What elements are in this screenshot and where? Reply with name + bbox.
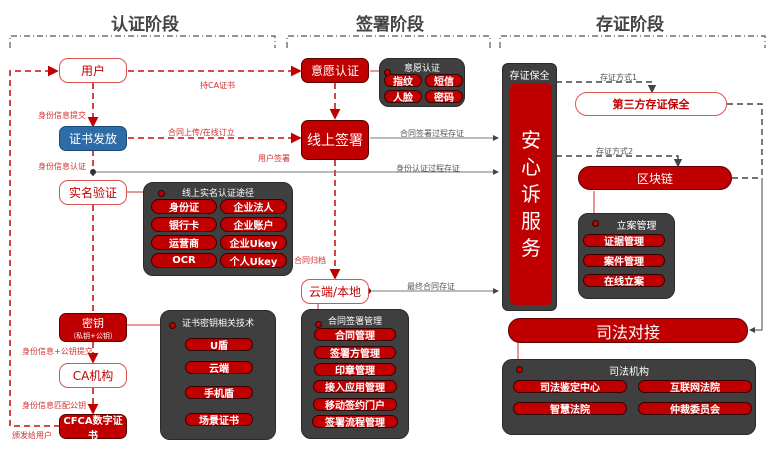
judicial-item[interactable]: 智慧法院 [513,402,627,416]
label-id-process: 身份认证过程存证 [396,164,460,173]
case-mgmt-item[interactable]: 证据管理 [583,234,665,248]
label-sign-process: 合同签署过程存证 [400,129,464,138]
case-mgmt-panel: 立案管理 证据管理 案件管理 在线立案 [578,213,675,299]
willing-item[interactable]: 短信 [425,74,463,88]
contract-mgmt-panel: 合同签署管理 合同管理 签署方管理 印章管理 接入应用管理 移动签约门户 签署流… [301,309,409,439]
willing-panel-title: 意愿认证 [403,64,440,74]
evidence-preservation-column: 存证保全 安 心 诉 服 务 [502,63,557,311]
cfca-cert-node[interactable]: CFCA数字证书 [59,414,127,442]
phase-title-store: 存证阶段 [596,15,664,35]
label-id-match: 身份信息匹配公钥 [22,401,86,410]
label-issue-user: 颁发给用户 [12,431,52,440]
realname-item[interactable]: OCR [151,253,217,268]
contract-mgmt-item[interactable]: 移动签约门户 [313,398,397,412]
phase-title-auth: 认证阶段 [111,15,179,35]
realname-item[interactable]: 运营商 [151,235,217,250]
case-mgmt-panel-title: 立案管理 [616,221,657,232]
third-party-preservation-node[interactable]: 第三方存证保全 [575,92,727,116]
anxin-service-block[interactable]: 安 心 诉 服 务 [510,83,552,305]
evidence-preservation-title: 存证保全 [509,71,550,82]
realname-item[interactable]: 企业Ukey [220,235,287,250]
realname-item[interactable]: 银行卡 [151,217,217,232]
key-tech-item[interactable]: 场景证书 [185,413,253,427]
label-id-submit: 身份信息提交 [38,111,86,120]
case-mgmt-item[interactable]: 在线立案 [583,274,665,288]
contract-mgmt-item[interactable]: 合同管理 [314,328,396,342]
realname-item[interactable]: 个人Ukey [220,253,287,268]
realname-item[interactable]: 企业账户 [220,217,287,232]
contract-mgmt-item[interactable]: 接入应用管理 [313,380,397,394]
judicial-panel-title: 司法机构 [609,367,649,378]
label-hold-ca: 持CA证书 [200,81,236,90]
judicial-item[interactable]: 仲裁委员会 [638,402,752,416]
service-char: 服 [521,208,541,233]
connector-dot [158,190,165,197]
service-char: 安 [521,127,541,152]
key-tech-panel-title: 证书密钥相关技术 [181,319,254,329]
willing-item[interactable]: 人脸 [384,90,422,104]
key-tech-item[interactable]: 云端 [185,361,253,375]
willing-item[interactable]: 密码 [425,90,463,104]
online-sign-node[interactable]: 线上签署 [301,120,369,160]
judicial-connect-node[interactable]: 司法对接 [508,318,748,343]
key-node-subtitle: （私钥+公钥） [69,331,117,340]
label-contract-upload: 合同上传/在线订立 [168,128,235,137]
label-method-2: 存证方式2 [596,147,634,156]
user-node[interactable]: 用户 [59,58,127,83]
realname-node[interactable]: 实名验证 [59,180,127,205]
key-tech-item[interactable]: 手机盾 [185,386,253,400]
key-tech-item[interactable]: U盾 [185,338,253,352]
service-char: 务 [521,235,541,260]
willing-auth-node[interactable]: 意愿认证 [301,58,369,83]
judicial-item[interactable]: 司法鉴定中心 [513,380,627,394]
label-final-contract: 最终合同存证 [407,282,455,291]
blockchain-node[interactable]: 区块链 [578,166,732,190]
key-tech-panel: 证书密钥相关技术 U盾 云端 手机盾 场景证书 [160,310,276,440]
cloud-local-node[interactable]: 云端/本地 [301,279,369,304]
case-mgmt-item[interactable]: 案件管理 [583,254,665,268]
key-node[interactable]: 密钥 （私钥+公钥） [59,313,127,342]
contract-mgmt-item[interactable]: 签署方管理 [314,346,396,360]
service-char: 诉 [521,181,541,206]
connector-dot [315,321,322,328]
label-id-auth: 身份信息认证 [38,162,86,171]
key-node-title: 密钥 [82,316,104,330]
contract-mgmt-item[interactable]: 印章管理 [314,363,396,377]
service-char: 心 [521,154,541,179]
realname-panel-title: 线上实名认证途径 [181,189,254,199]
realname-item[interactable]: 企业法人 [220,199,287,214]
phase-brackets [9,35,766,48]
label-contract-archive: 合同归档 [294,256,326,265]
contract-mgmt-item[interactable]: 签署流程管理 [312,415,398,429]
realname-item[interactable]: 身份证 [151,199,217,214]
ca-node[interactable]: CA机构 [59,363,127,388]
contract-mgmt-panel-title: 合同签署管理 [327,317,382,327]
connector-dot [169,322,176,329]
cert-issue-node[interactable]: 证书发放 [59,126,127,151]
willing-panel: 意愿认证 指纹 短信 人脸 密码 [379,58,465,107]
label-method-1: 存证方式1 [600,73,638,82]
judicial-item[interactable]: 互联网法院 [638,380,752,394]
label-user-sign: 用户签署 [258,154,290,163]
connector-dot [592,220,599,227]
realname-panel: 线上实名认证途径 身份证 企业法人 银行卡 企业账户 运营商 企业Ukey OC… [143,182,293,276]
willing-item[interactable]: 指纹 [384,74,422,88]
judicial-panel: 司法机构 司法鉴定中心 互联网法院 智慧法院 仲裁委员会 [502,359,756,435]
label-id-pubkey-submit: 身份信息+公钥提交 [22,347,93,356]
phase-title-sign: 签署阶段 [356,15,424,35]
connector-dot [516,366,523,373]
